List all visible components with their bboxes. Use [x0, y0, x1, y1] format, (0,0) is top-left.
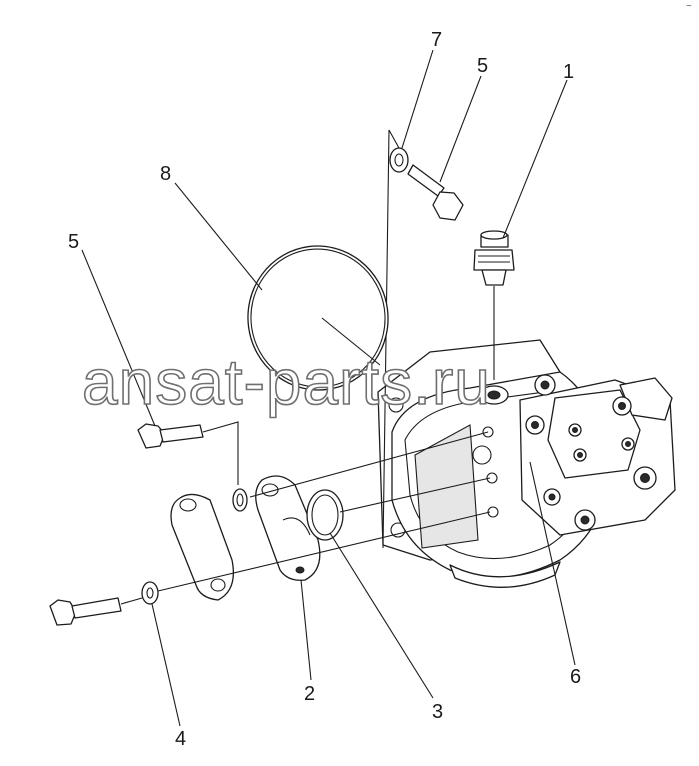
callout-5-top: 5: [477, 55, 488, 77]
callout-labels: 7 5 1 8 5 2 3 6 4: [68, 29, 581, 750]
callout-8: 8: [160, 163, 171, 185]
part-5-bolt-lower: [49, 597, 122, 626]
leader-lines: [81, 49, 576, 727]
assembly-lines: [120, 431, 491, 605]
callout-4: 4: [175, 728, 186, 750]
callout-5-left: 5: [68, 231, 79, 253]
washer-small: [232, 488, 248, 512]
part-4-washer: [141, 581, 159, 605]
part-1-fitting: [473, 230, 515, 380]
flange-half-left: [170, 493, 235, 601]
callout-2: 2: [304, 683, 315, 705]
part-5-bolt-left: [137, 421, 239, 485]
part-2-flange: [255, 475, 321, 581]
part-3-seal-ring: [306, 489, 344, 541]
callout-1: 1: [563, 61, 574, 83]
corner-mark: ~: [686, 1, 692, 12]
part-8-o-ring: [247, 245, 389, 391]
part-5-bolt-top: [407, 164, 464, 221]
part-6-housing: [377, 339, 676, 588]
housing-bolt-heads: [525, 374, 657, 531]
callout-7: 7: [431, 29, 442, 51]
callout-6: 6: [570, 666, 581, 688]
part-7-washer-top: [389, 147, 409, 173]
watermark: ansat-parts.ru: [82, 346, 491, 418]
callout-3: 3: [432, 701, 443, 723]
